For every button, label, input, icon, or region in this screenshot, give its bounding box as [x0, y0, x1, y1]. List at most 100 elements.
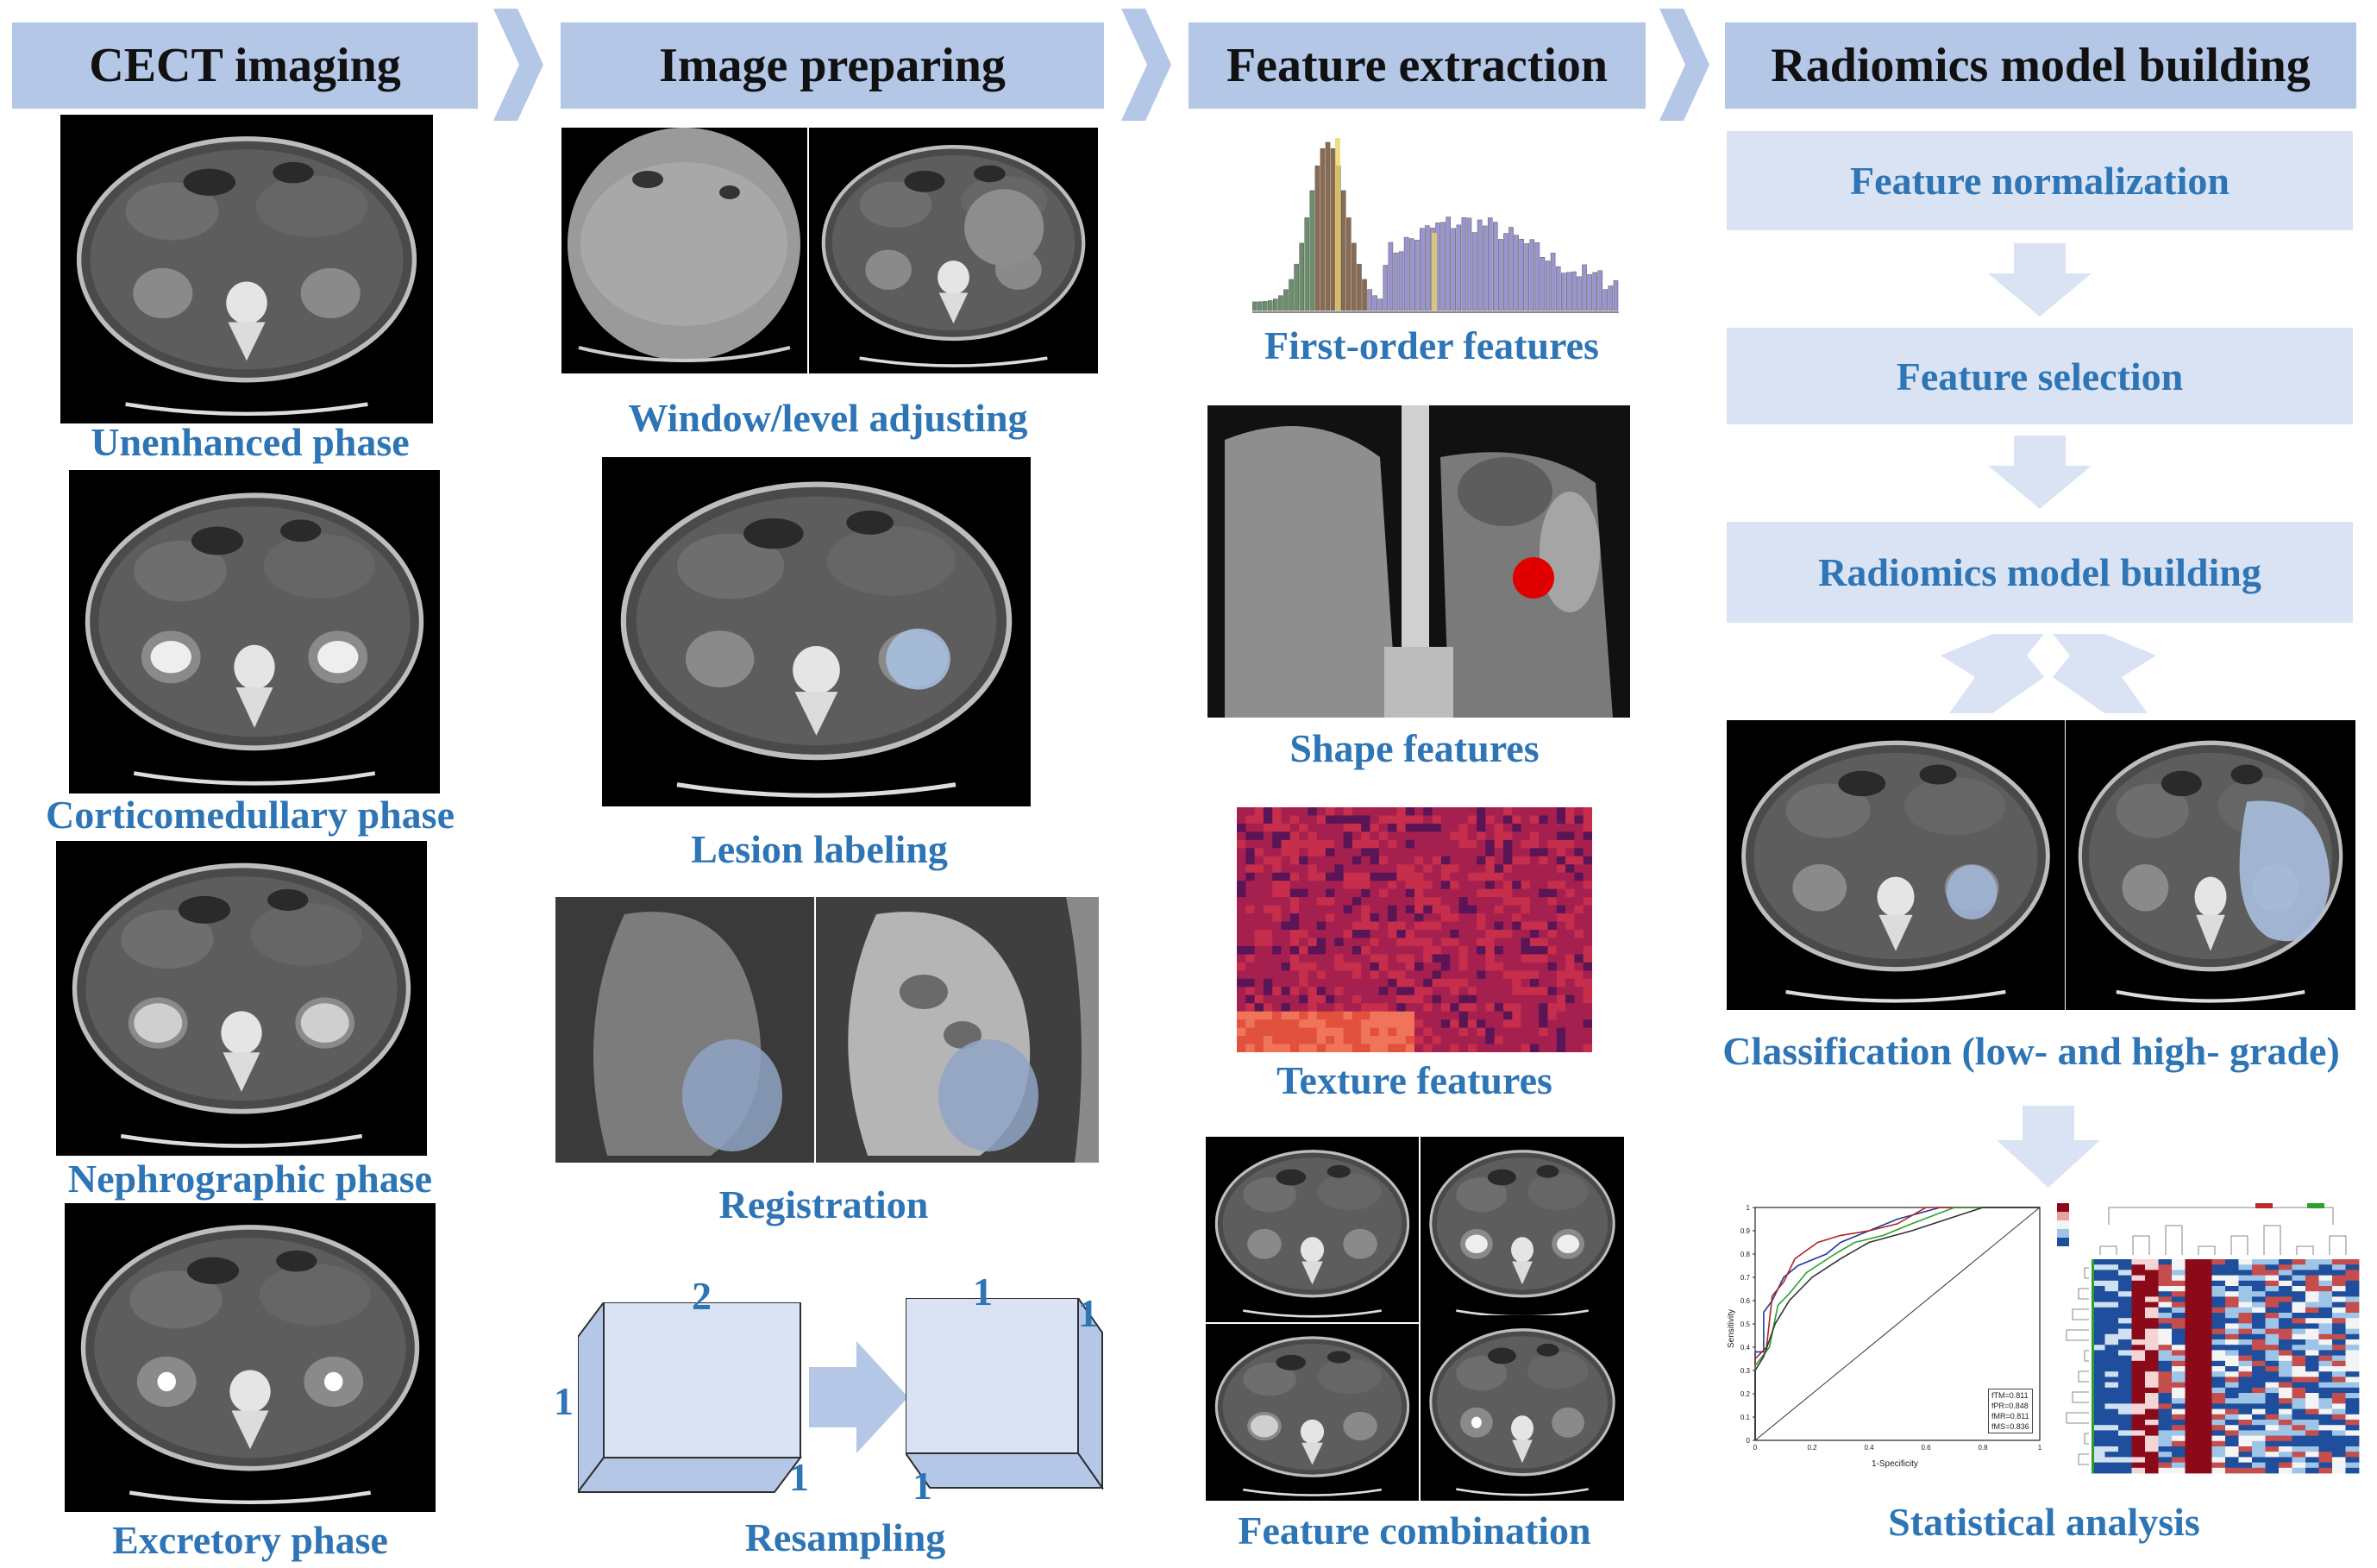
heatmap-cell [1485, 1044, 1496, 1052]
cluster-cell [2131, 1264, 2146, 1270]
heatmap-cell [1477, 1027, 1486, 1037]
heatmap-cell [1440, 856, 1451, 865]
heatmap-cell [1388, 1003, 1397, 1013]
heatmap-cell [1521, 831, 1531, 841]
cluster-cell [2252, 1377, 2266, 1383]
cluster-cell [2172, 1398, 2186, 1404]
cluster-cell [2211, 1275, 2226, 1282]
heatmap-cell [1547, 945, 1558, 955]
heatmap-cell [1503, 864, 1513, 874]
heatmap-cell [1547, 994, 1558, 1004]
heatmap-cell [1254, 848, 1264, 857]
cluster-cell [2318, 1452, 2333, 1458]
cluster-cell [2225, 1355, 2239, 1362]
heatmap-cell [1316, 1027, 1326, 1037]
heatmap-cell [1414, 848, 1424, 857]
heatmap-cell [1423, 930, 1433, 938]
heatmap-cell [1450, 881, 1459, 890]
cluster-cell [2238, 1435, 2253, 1442]
heatmap-cell [1237, 938, 1246, 947]
heatmap-cell [1432, 970, 1442, 980]
cluster-cell [2172, 1345, 2186, 1351]
cluster-cell [2318, 1270, 2333, 1276]
histogram-bar [1352, 242, 1357, 311]
heatmap-cell [1574, 831, 1584, 841]
cluster-cell [2172, 1360, 2186, 1367]
heatmap-cell [1529, 864, 1540, 874]
heatmap-cell [1281, 921, 1291, 931]
cluster-cell [2131, 1408, 2146, 1415]
cluster-cell [2292, 1398, 2306, 1404]
cluster-cell [2158, 1467, 2173, 1474]
heatmap-cell [1361, 945, 1370, 955]
heatmap-cell [1254, 913, 1264, 923]
cluster-cell [2345, 1403, 2360, 1409]
cluster-cell [2118, 1393, 2132, 1399]
cluster-cell [2158, 1452, 2173, 1458]
cluster-cell [2198, 1313, 2212, 1319]
heatmap-cell [1378, 962, 1389, 971]
heatmap-cell [1299, 930, 1308, 938]
heatmap-cell [1440, 888, 1451, 898]
heatmap-cell [1458, 1044, 1469, 1052]
cluster-cell [2158, 1377, 2173, 1383]
heatmap-cell [1388, 921, 1397, 931]
histogram-bar [1408, 238, 1414, 311]
heatmap-cell [1396, 815, 1407, 825]
cluster-cell [2211, 1377, 2226, 1383]
roc-y-tick-label: 0.2 [1740, 1390, 1751, 1398]
heatmap-cell [1539, 881, 1548, 890]
heatmap-cell [1263, 1027, 1273, 1037]
heatmap-cell [1547, 954, 1558, 963]
cluster-cell [2345, 1328, 2360, 1335]
histogram-bar [1560, 273, 1566, 311]
cluster-cell [2145, 1462, 2159, 1469]
cluster-cell [2238, 1403, 2253, 1409]
cluster-cell [2131, 1339, 2146, 1345]
heatmap-cell [1556, 978, 1566, 988]
cluster-cell [2104, 1313, 2119, 1319]
heatmap-cell [1326, 978, 1335, 988]
heatmap-cell [1477, 1036, 1486, 1045]
cluster-cell [2225, 1462, 2239, 1469]
heatmap-cell [1281, 930, 1291, 938]
heatmap-cell [1237, 864, 1246, 874]
heatmap-cell [1326, 888, 1335, 898]
heatmap-cell [1512, 962, 1522, 971]
heatmap-cell [1361, 913, 1370, 923]
heatmap-cell [1450, 872, 1459, 881]
heatmap-cell [1503, 1044, 1513, 1052]
phase-label-unenhanced: Unenhanced phase [91, 420, 410, 464]
heatmap-cell [1521, 888, 1531, 898]
heatmap-cell [1396, 921, 1407, 931]
cluster-cell [2318, 1440, 2333, 1447]
heatmap-cell [1299, 938, 1308, 947]
heatmap-cell [1521, 921, 1531, 931]
heatmap-cell [1316, 905, 1326, 914]
heatmap-cell [1378, 815, 1389, 825]
heatmap-cell [1299, 897, 1308, 906]
cluster-cell [2092, 1377, 2105, 1383]
heatmap-cell [1556, 831, 1566, 841]
cluster-cell [2185, 1264, 2199, 1270]
heatmap-cell [1539, 921, 1548, 931]
heatmap-cell [1281, 1011, 1291, 1020]
heatmap-cell [1556, 1003, 1566, 1013]
cluster-cell [2265, 1440, 2280, 1447]
heatmap-cell [1370, 823, 1380, 832]
heatmap-cell [1539, 954, 1548, 963]
cluster-cell [2185, 1333, 2199, 1340]
heatmap-cell [1574, 807, 1584, 816]
cluster-cell [2185, 1403, 2199, 1409]
cluster-cell [2172, 1430, 2186, 1436]
cluster-cell [2238, 1440, 2253, 1447]
heatmap-cell [1503, 994, 1513, 1004]
heatmap-cell [1503, 823, 1513, 832]
heatmap-cell [1263, 881, 1273, 890]
cluster-cell [2172, 1366, 2186, 1372]
cluster-cell [2104, 1259, 2119, 1265]
heatmap-cell [1565, 954, 1575, 963]
cluster-cell [2292, 1462, 2306, 1469]
heatmap-cell [1237, 954, 1246, 963]
cluster-cell [2252, 1355, 2266, 1362]
